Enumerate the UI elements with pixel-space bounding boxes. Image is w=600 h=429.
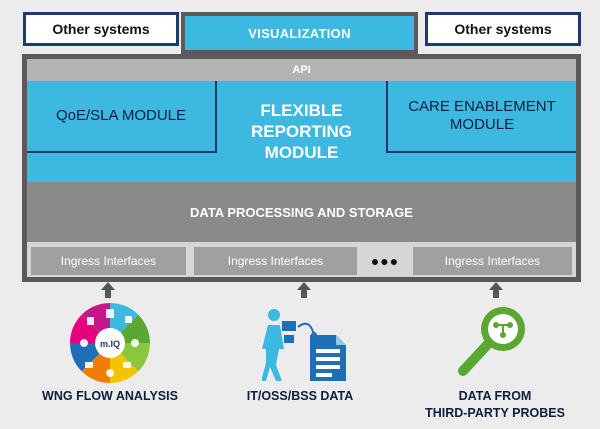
flexible-line-3: MODULE bbox=[264, 143, 339, 163]
third-party-probes-label: DATA FROM THIRD-PARTY PROBES bbox=[405, 388, 585, 422]
ellipsis-label: ●●● bbox=[370, 253, 400, 269]
other-systems-right: Other systems bbox=[425, 12, 581, 46]
ingress-interface-2: Ingress Interfaces bbox=[194, 247, 357, 275]
flexible-reporting-module: FLEXIBLE REPORTING MODULE bbox=[217, 81, 386, 182]
ingress-label-2: Ingress Interfaces bbox=[227, 254, 324, 268]
probes-line-2: THIRD-PARTY PROBES bbox=[425, 405, 565, 420]
api-label: API bbox=[292, 64, 311, 76]
care-enablement-module: CARE ENABLEMENT MODULE bbox=[386, 81, 576, 153]
arrow-up-1 bbox=[101, 282, 115, 298]
api-bar: API bbox=[27, 59, 576, 81]
qoe-sla-module-label: QoE/SLA MODULE bbox=[55, 107, 187, 124]
visualization-box: VISUALIZATION bbox=[185, 16, 414, 50]
wng-label-text: WNG FLOW ANALYSIS bbox=[42, 389, 178, 403]
it-label-text: IT/OSS/BSS DATA bbox=[246, 389, 354, 403]
ingress-label-3: Ingress Interfaces bbox=[444, 254, 541, 268]
wng-logo-text: m.IQ bbox=[100, 339, 120, 349]
care-line-2: MODULE bbox=[449, 116, 515, 133]
data-processing-label: DATA PROCESSING AND STORAGE bbox=[190, 204, 413, 220]
document-person-icon bbox=[262, 309, 346, 381]
other-systems-left-label: Other systems bbox=[52, 21, 150, 37]
other-systems-right-label: Other systems bbox=[454, 21, 552, 37]
data-processing-storage: DATA PROCESSING AND STORAGE bbox=[27, 182, 576, 242]
magnifier-icon bbox=[458, 307, 525, 376]
visualization-label: VISUALIZATION bbox=[248, 25, 351, 41]
more-interfaces-ellipsis: ●●● bbox=[360, 247, 410, 275]
wheel-icon: m.IQ bbox=[69, 303, 151, 383]
qoe-sla-module: QoE/SLA MODULE bbox=[27, 81, 217, 153]
ingress-interface-3: Ingress Interfaces bbox=[413, 247, 572, 275]
ingress-interface-1: Ingress Interfaces bbox=[31, 247, 186, 275]
wng-flow-analysis-label: WNG FLOW ANALYSIS bbox=[20, 388, 200, 405]
ingress-label-1: Ingress Interfaces bbox=[60, 254, 157, 268]
flexible-line-1: FLEXIBLE bbox=[260, 100, 343, 120]
arrow-up-3 bbox=[489, 282, 503, 298]
it-oss-bss-data-label: IT/OSS/BSS DATA bbox=[210, 388, 390, 405]
arrow-up-2 bbox=[297, 282, 311, 298]
probes-line-1: DATA FROM bbox=[458, 389, 532, 403]
care-line-1: CARE ENABLEMENT bbox=[408, 98, 556, 115]
flexible-line-2: REPORTING bbox=[250, 121, 353, 141]
other-systems-left: Other systems bbox=[23, 12, 179, 46]
